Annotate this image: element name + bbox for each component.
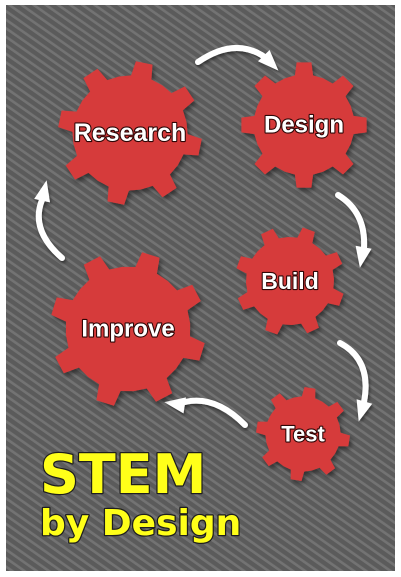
arrow-shaft (337, 340, 369, 405)
brand-title-line2: by Design (40, 503, 241, 544)
gear-icon (236, 227, 344, 335)
gear-label-build: Build (261, 268, 319, 294)
gear-test: Test (256, 387, 350, 481)
arrow-head (355, 245, 372, 268)
gear-label-improve: Improve (81, 316, 174, 343)
brand-title-line1: STEM (40, 443, 206, 506)
curved-arrow-icon (164, 397, 248, 428)
gear-build: Build (236, 227, 344, 335)
gear-label-design: Design (264, 112, 344, 139)
arrow-head (258, 50, 279, 71)
brand-title: STEM by Design (39, 442, 243, 546)
gear-design: Design (241, 62, 367, 188)
curved-arrow-icon (34, 180, 65, 261)
arrow-shaft (195, 44, 269, 65)
gear-icon (256, 387, 350, 481)
gear-research: Research (58, 61, 202, 205)
gear-icon (51, 252, 205, 406)
gear-improve: Improve (51, 252, 205, 406)
arrow-shaft (182, 397, 248, 428)
gear-label-research: Research (74, 119, 187, 147)
arrow-head (34, 180, 50, 203)
arrow-head (356, 399, 373, 422)
arrow-head (164, 397, 186, 414)
curved-arrow-icon (337, 340, 373, 422)
arrow-shaft (335, 192, 368, 251)
cycle-arrows (34, 44, 373, 428)
curved-arrow-icon (335, 192, 372, 268)
curved-arrow-icon (195, 44, 279, 71)
gear-icon (241, 62, 367, 188)
arrow-shaft (35, 197, 65, 261)
gear-icon (58, 61, 202, 205)
gear-label-test: Test (281, 422, 325, 447)
